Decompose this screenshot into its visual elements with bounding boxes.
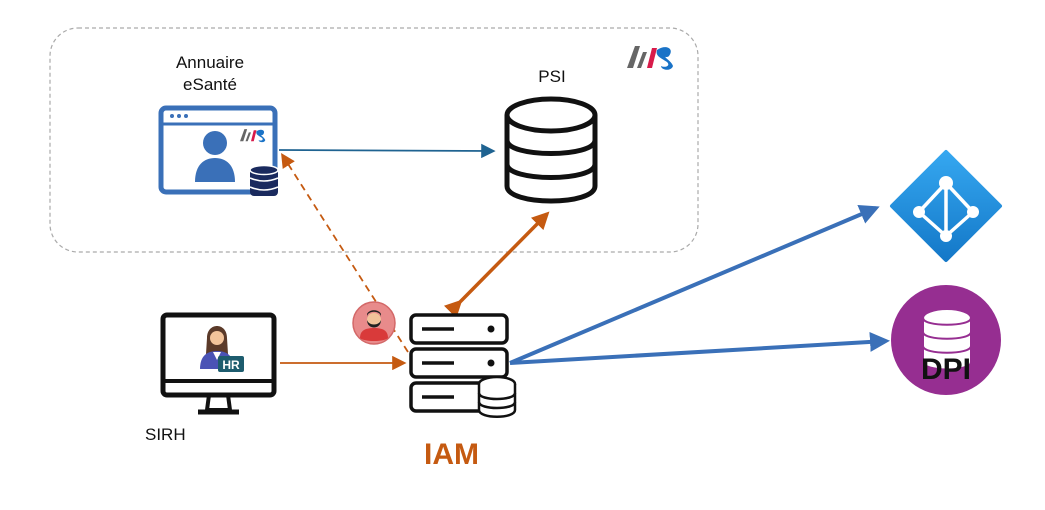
edge-iam-azure — [509, 205, 880, 365]
iam-database-icon — [477, 375, 517, 418]
sirh-monitor-icon[interactable]: HR — [160, 312, 277, 415]
azure-ad-icon[interactable] — [890, 150, 1002, 262]
annuaire-label: Annuaire eSanté — [150, 52, 270, 96]
annuaire-browser-icon[interactable] — [158, 105, 279, 196]
dpi-icon[interactable]: DPI — [891, 285, 1001, 395]
user-body — [195, 158, 235, 182]
ans-logo — [627, 46, 673, 70]
annuaire-label-line2: eSanté — [183, 75, 237, 94]
dpi-label: DPI — [921, 353, 971, 386]
psi-label: PSI — [538, 67, 566, 86]
iam-label: IAM — [424, 438, 479, 471]
ans-zone-group — [49, 27, 699, 253]
psi-database-icon[interactable] — [504, 96, 598, 204]
sirh-label: SIRH — [145, 425, 186, 444]
user-head — [203, 131, 227, 155]
edge-iam-psi — [443, 211, 550, 319]
user-avatar-icon — [352, 301, 396, 345]
edge-annuaire-psi — [278, 143, 496, 159]
iam-server-icon[interactable] — [409, 313, 517, 418]
svg-text:HR: HR — [222, 358, 240, 372]
annuaire-label-line1: Annuaire — [175, 53, 245, 72]
small-database-icon — [249, 164, 279, 196]
hr-badge: HR — [218, 356, 244, 372]
edge-iam-dpi — [509, 331, 890, 365]
